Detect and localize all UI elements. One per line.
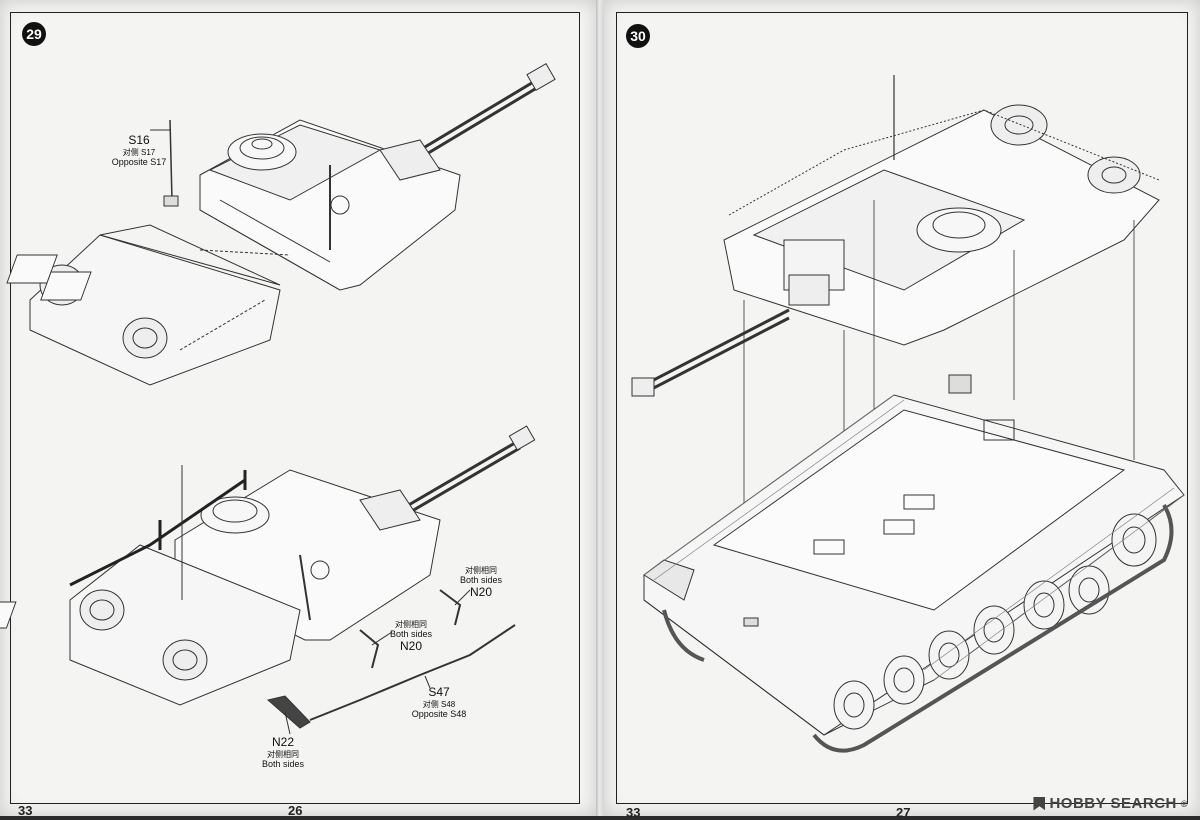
track (812, 503, 1174, 753)
callout-n20-lower: 对侧相同 Both sides N20 (389, 620, 433, 653)
watermark-text: HOBBY SEARCH (1049, 795, 1177, 812)
assembly-drawing-step-30 (631, 75, 1185, 753)
superstructure-top-drawing (199, 63, 556, 291)
corner-number-left: 33 (18, 803, 33, 818)
hull-drawing (643, 394, 1185, 736)
hobby-search-logo-icon (1033, 796, 1046, 811)
road-wheels (833, 513, 1157, 730)
callout-n22: N22 对侧相同 Both sides (261, 735, 305, 769)
page-number-left: 26 (288, 803, 303, 818)
step-29-badge: 29 (22, 22, 46, 46)
hull-lower-drawing (0, 544, 301, 706)
page-frame (10, 12, 580, 804)
callout-s16: S16 对侧 S17 Opposite S17 (111, 133, 167, 167)
callout-n20-upper: 对侧相同 Both sides N20 (459, 566, 503, 599)
page-number-right: 27 (896, 805, 911, 820)
assembly-drawing-step-29 (0, 63, 556, 735)
corner-number-right: 33 (626, 805, 641, 820)
bracket-n22 (266, 695, 311, 729)
hull-top-drawing (6, 224, 291, 386)
page-frame (616, 12, 1188, 804)
superstructure-drawing (631, 75, 1160, 397)
callout-s47: S47 对侧 S48 Opposite S48 (411, 685, 467, 719)
antenna-s16 (169, 119, 173, 201)
instruction-page-left: 29 (0, 0, 596, 818)
watermark-reg: ® (1180, 798, 1188, 809)
step-30-badge: 30 (626, 24, 650, 48)
watermark: HOBBY SEARCH ® (1033, 795, 1188, 812)
book-gutter (596, 0, 604, 816)
instruction-page-right: 30 (604, 0, 1200, 820)
side-rail-parts (69, 470, 247, 587)
side-bar-s47 (309, 624, 516, 721)
